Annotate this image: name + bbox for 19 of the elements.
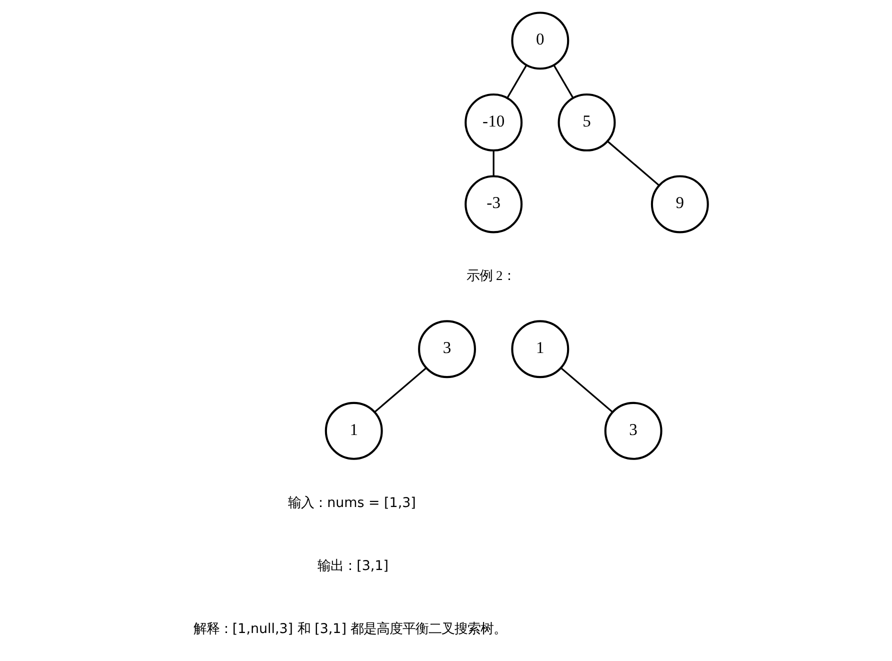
label: 输入：nums = [1,3] xyxy=(288,496,416,511)
connector xyxy=(560,368,613,413)
label: 解释：[1,null,3] 和 [3,1] 都是高度平衡二叉搜索树。 xyxy=(192,622,506,638)
node-circle: 1 xyxy=(510,320,569,378)
node-circle: -3 xyxy=(464,175,522,234)
node-circle: 5 xyxy=(557,93,616,152)
label: 输出：[3,1] xyxy=(317,559,388,574)
node-circle: -10 xyxy=(464,93,522,152)
connector xyxy=(492,150,494,176)
node-circle: 1 xyxy=(324,402,382,460)
connector xyxy=(552,64,574,98)
label: 示例 2： xyxy=(466,268,516,284)
connector xyxy=(374,368,426,413)
connector xyxy=(606,140,660,186)
node-circle: 3 xyxy=(604,402,662,460)
node-circle: 3 xyxy=(418,320,476,378)
connector xyxy=(506,64,527,98)
node-circle: 9 xyxy=(650,175,708,234)
node-circle: 0 xyxy=(510,12,569,70)
